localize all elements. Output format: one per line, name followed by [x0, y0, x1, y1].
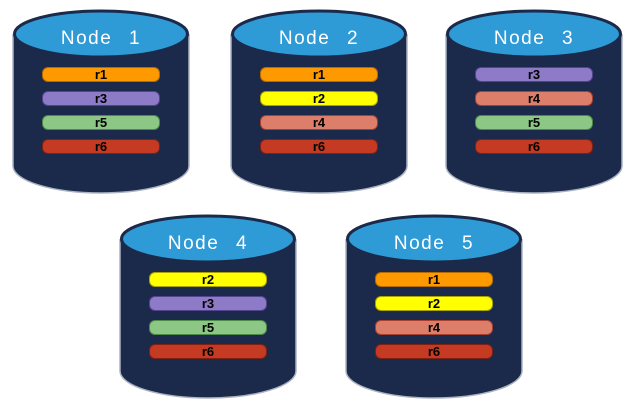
replica-list: r1 r3 r5 r6	[42, 67, 160, 154]
node-1-cylinder: Node 1 r1 r3 r5 r6	[12, 9, 190, 195]
replica-bar: r3	[475, 67, 593, 82]
replica-bar: r3	[149, 296, 267, 311]
node-5-cylinder: Node 5 r1 r2 r4 r6	[345, 214, 523, 400]
replica-bar: r6	[260, 139, 378, 154]
replica-bar: r1	[260, 67, 378, 82]
node-4-cylinder: Node 4 r2 r3 r5 r6	[119, 214, 297, 400]
cylinder-top	[446, 9, 622, 59]
replica-bar: r6	[42, 139, 160, 154]
replica-bar: r4	[375, 320, 493, 335]
node-title: Node 5	[393, 233, 475, 254]
replica-bar: r6	[375, 344, 493, 359]
replica-bar: r2	[260, 91, 378, 106]
replica-bar: r5	[42, 115, 160, 130]
cylinder-top	[13, 9, 189, 59]
replica-list: r2 r3 r5 r6	[149, 272, 267, 359]
cylinder-top	[120, 214, 296, 264]
node-2-cylinder: Node 2 r1 r2 r4 r6	[230, 9, 408, 195]
replica-bar: r6	[475, 139, 593, 154]
replica-list: r1 r2 r4 r6	[260, 67, 378, 154]
node-title: Node 4	[167, 233, 249, 254]
replica-bar: r6	[149, 344, 267, 359]
replica-bar: r1	[42, 67, 160, 82]
node-title: Node 3	[493, 28, 575, 49]
replica-bar: r5	[149, 320, 267, 335]
replica-bar: r4	[260, 115, 378, 130]
replica-bar: r2	[149, 272, 267, 287]
replica-bar: r1	[375, 272, 493, 287]
replica-bar: r5	[475, 115, 593, 130]
cylinder-top	[346, 214, 522, 264]
cylinder-top	[231, 9, 407, 59]
replica-bar: r4	[475, 91, 593, 106]
node-title: Node 1	[60, 28, 142, 49]
node-title: Node 2	[278, 28, 360, 49]
replica-list: r1 r2 r4 r6	[375, 272, 493, 359]
replica-bar: r2	[375, 296, 493, 311]
replica-list: r3 r4 r5 r6	[475, 67, 593, 154]
replica-bar: r3	[42, 91, 160, 106]
node-3-cylinder: Node 3 r3 r4 r5 r6	[445, 9, 623, 195]
